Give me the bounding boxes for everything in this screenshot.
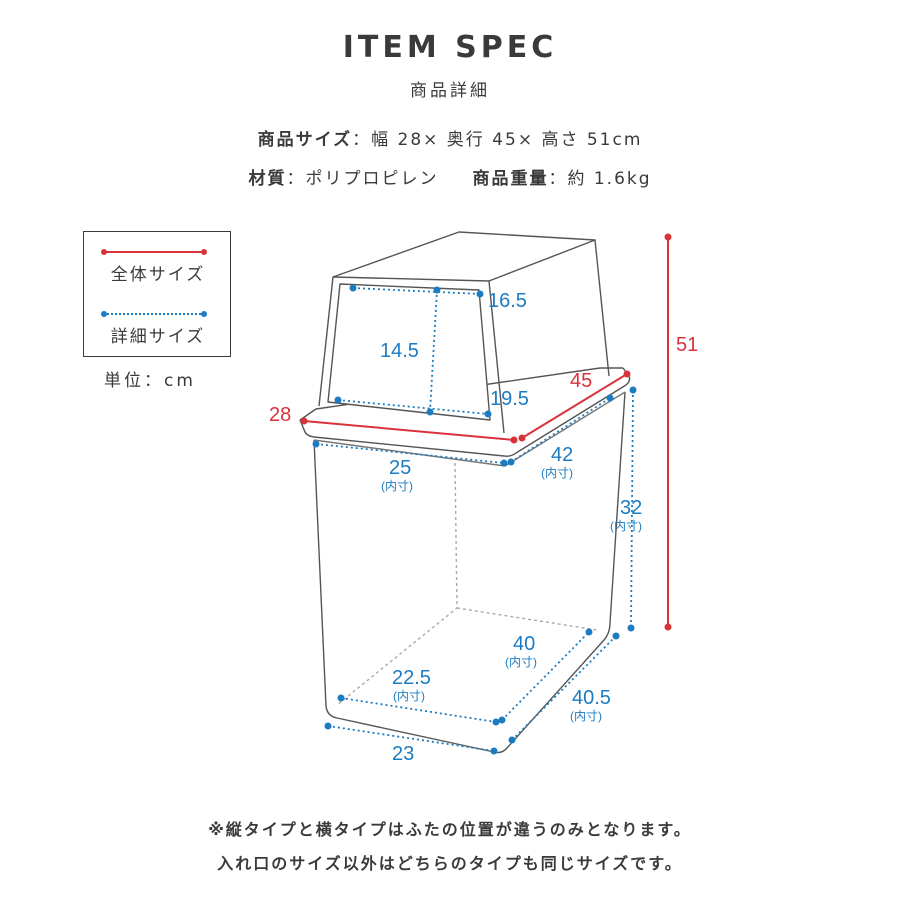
lid-top-width-line [352, 287, 481, 295]
page-subtitle: 商品詳細 [410, 81, 490, 101]
inner-bottom-depth-line [501, 631, 590, 721]
lid-bottom-width-value: 19.5 [490, 388, 529, 410]
overall-height-value: 51 [676, 334, 698, 356]
spec-material-line: 材質：ポリプロピレン 商品重量：約 1.6kg [0, 164, 900, 189]
legend-overall-line [101, 249, 207, 255]
inner-bottom-depth-note: (内寸) [505, 655, 537, 669]
overall-depth-value: 45 [570, 370, 592, 392]
legend-detail-label: 詳細サイズ [110, 327, 206, 347]
note-line-1: ※縦タイプと横タイプはふたの位置が違うのみとなります。 [208, 820, 692, 839]
inner-top-width-note: (内寸) [381, 479, 413, 493]
inner-bottom-depth-value: 40 [513, 633, 535, 655]
lid-bottom-width-line [337, 399, 489, 415]
spec-weight-label: 商品重量 [472, 169, 549, 189]
overall-height-start-dot [664, 233, 672, 241]
inner-height-note: (内寸) [610, 519, 642, 533]
bin-lid [299, 231, 631, 457]
lid-top-width-value: 16.5 [488, 290, 527, 312]
spec-size-label: 商品サイズ [257, 130, 353, 150]
outer-bottom-width-value: 23 [392, 743, 414, 765]
spec-material-label: 材質 [248, 169, 287, 189]
inner-height-value: 32 [620, 497, 642, 519]
outer-bottom-depth-note: (内寸) [570, 709, 602, 723]
spec-weight-value: ：約 1.6kg [548, 169, 652, 189]
overall-dimensions [300, 233, 672, 631]
inner-top-depth-value: 42 [551, 444, 573, 466]
overall-width-start-dot [300, 417, 308, 425]
dimension-labels: 16.5 14.5 19.5 28 45 51 25 (内寸) 42 (内寸) … [269, 290, 698, 765]
lid-height-line [429, 289, 438, 413]
inner-bottom-width-line [340, 697, 497, 723]
spec-size-value: ：幅 28× 奥行 45× 高さ 51cm [352, 130, 643, 150]
lid-height-value: 14.5 [380, 340, 419, 362]
outer-bottom-depth-value: 40.5 [572, 687, 611, 709]
legend-overall-label: 全体サイズ [110, 265, 206, 285]
overall-width-end-dot [510, 436, 518, 444]
overall-height-end-dot [664, 623, 672, 631]
inner-bottom-width-value: 22.5 [392, 667, 431, 689]
overall-width-value: 28 [269, 404, 291, 426]
overall-depth-end-dot [623, 370, 631, 378]
spec-material-value: ：ポリプロピレン [286, 169, 439, 189]
note-line-2: 入れ口のサイズ以外はどちらのタイプも同じサイズです。 [217, 854, 683, 873]
spec-size-line: 商品サイズ：幅 28× 奥行 45× 高さ 51cm [0, 125, 900, 150]
overall-depth-start-dot [518, 434, 526, 442]
inner-top-depth-note: (内寸) [541, 466, 573, 480]
legend-box: 全体サイズ 詳細サイズ [83, 231, 231, 357]
inner-top-width-value: 25 [389, 457, 411, 479]
overall-width-line [303, 420, 515, 441]
detail-dimensions [312, 284, 637, 755]
overall-depth-line [521, 373, 628, 439]
inner-bottom-width-note: (内寸) [393, 689, 425, 703]
inner-top-width-line [315, 443, 505, 464]
legend-detail-line [101, 311, 207, 317]
unit-label: 単位：cm [104, 371, 196, 391]
page-title: ITEM SPEC [342, 30, 558, 65]
